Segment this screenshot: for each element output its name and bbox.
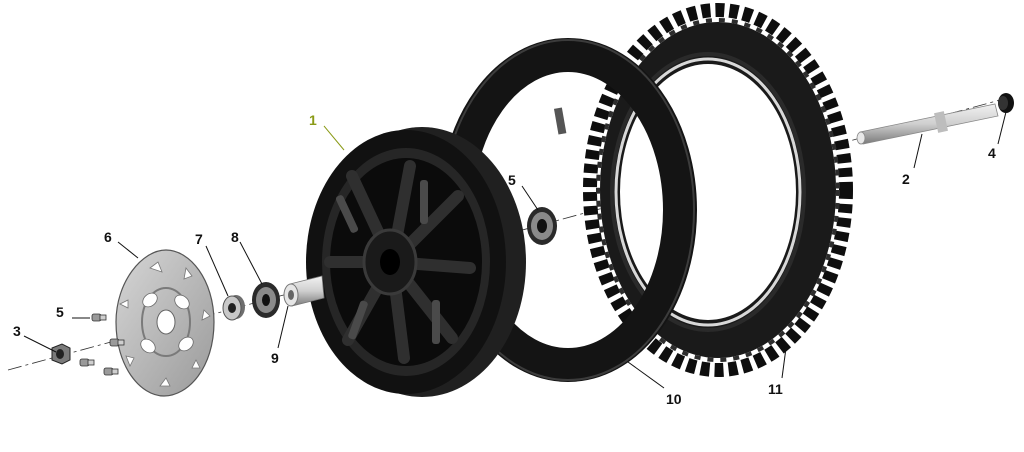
leader-9 <box>277 305 289 349</box>
callout-6: 6 <box>104 229 112 245</box>
bearing-left <box>252 282 280 318</box>
callout-5b: 5 <box>56 304 64 320</box>
callout-1: 1 <box>309 112 317 128</box>
distance-collar <box>283 275 325 307</box>
leader-2 <box>913 133 923 169</box>
leader-5a <box>521 185 539 211</box>
leader-6 <box>117 241 139 259</box>
callout-9: 9 <box>271 350 279 366</box>
leader-7 <box>205 245 229 297</box>
callout-11: 11 <box>768 381 783 397</box>
spacer <box>222 295 245 321</box>
axle <box>856 103 999 145</box>
disc-bolts <box>79 313 125 376</box>
callout-10: 10 <box>666 391 682 407</box>
bearing-right <box>527 207 557 245</box>
rim <box>306 127 526 397</box>
leader-4 <box>997 111 1007 145</box>
leader-3 <box>23 335 57 353</box>
brake-disc <box>115 249 215 397</box>
leader-10 <box>627 361 665 389</box>
callout-3: 3 <box>13 323 21 339</box>
callout-7: 7 <box>195 231 203 247</box>
axle-cap <box>998 93 1014 113</box>
leader-1 <box>323 125 345 151</box>
callout-2: 2 <box>902 171 910 187</box>
callout-8: 8 <box>231 229 239 245</box>
leader-11 <box>781 347 787 379</box>
callout-4: 4 <box>988 145 996 161</box>
leader-8 <box>239 241 263 285</box>
axle-nut <box>51 343 71 365</box>
callout-5a: 5 <box>508 172 516 188</box>
